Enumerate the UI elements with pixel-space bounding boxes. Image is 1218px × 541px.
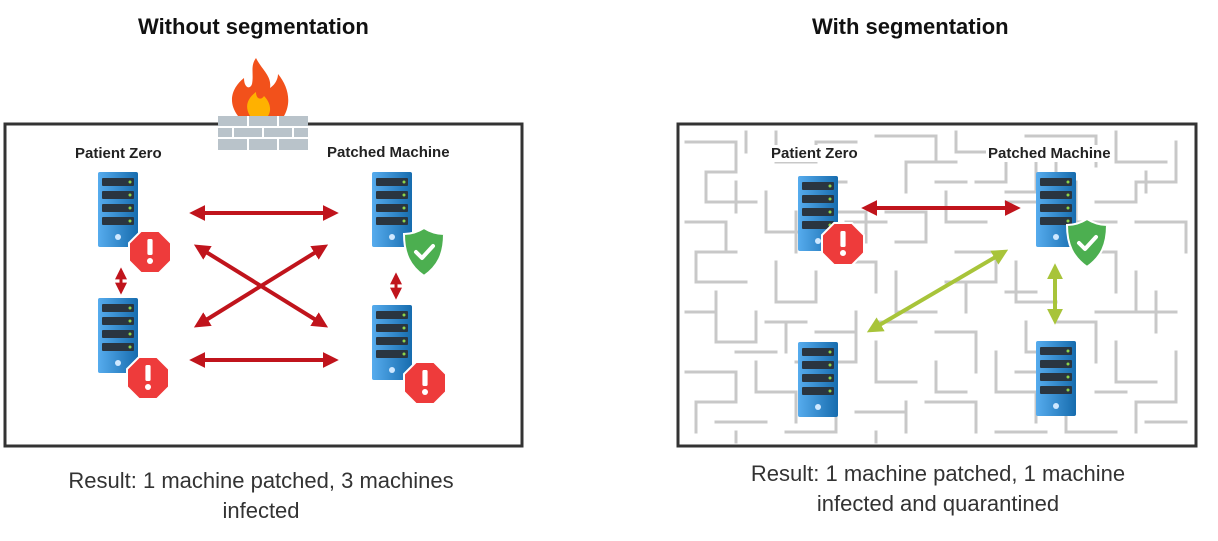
right-label-patient-zero: Patient Zero: [769, 145, 860, 162]
warning-octagon-icon: [128, 230, 172, 274]
right-server-bottom-left: [798, 342, 838, 417]
right-frame: [676, 122, 1198, 448]
left-server-bottom-left: [98, 298, 138, 373]
left-server-bottom-right: [372, 305, 412, 380]
warning-octagon-icon: [403, 361, 447, 405]
right-panel-title: With segmentation: [812, 14, 1009, 39]
left-diagram: [0, 0, 600, 460]
right-diagram: [676, 122, 1200, 448]
right-result-line2: infected and quarantined: [816, 491, 1060, 516]
left-panel-title: Without segmentation: [138, 14, 369, 39]
right-result: Result: 1 machine patched, 1 machine inf…: [676, 459, 1200, 519]
right-server-bottom-right: [1036, 341, 1076, 416]
firewall-flame-icon: [218, 58, 308, 150]
maze-pattern: [684, 130, 1188, 444]
arrow-green-diagonal: [866, 249, 1009, 333]
left-label-patched-machine: Patched Machine: [327, 144, 450, 161]
left-server-patient-zero: [98, 172, 138, 247]
left-result-line1: Result: 1 machine patched, 3 machines: [68, 468, 454, 493]
warning-octagon-icon: [126, 356, 170, 400]
warning-octagon-icon: [821, 222, 865, 266]
left-result: Result: 1 machine patched, 3 machines in…: [0, 466, 522, 526]
left-label-patient-zero: Patient Zero: [75, 145, 162, 162]
left-result-line2: infected: [222, 498, 300, 523]
right-result-line1: Result: 1 machine patched, 1 machine: [750, 461, 1126, 486]
arrow-diagonal-up: [193, 244, 329, 328]
right-label-patched-machine: Patched Machine: [986, 145, 1113, 162]
